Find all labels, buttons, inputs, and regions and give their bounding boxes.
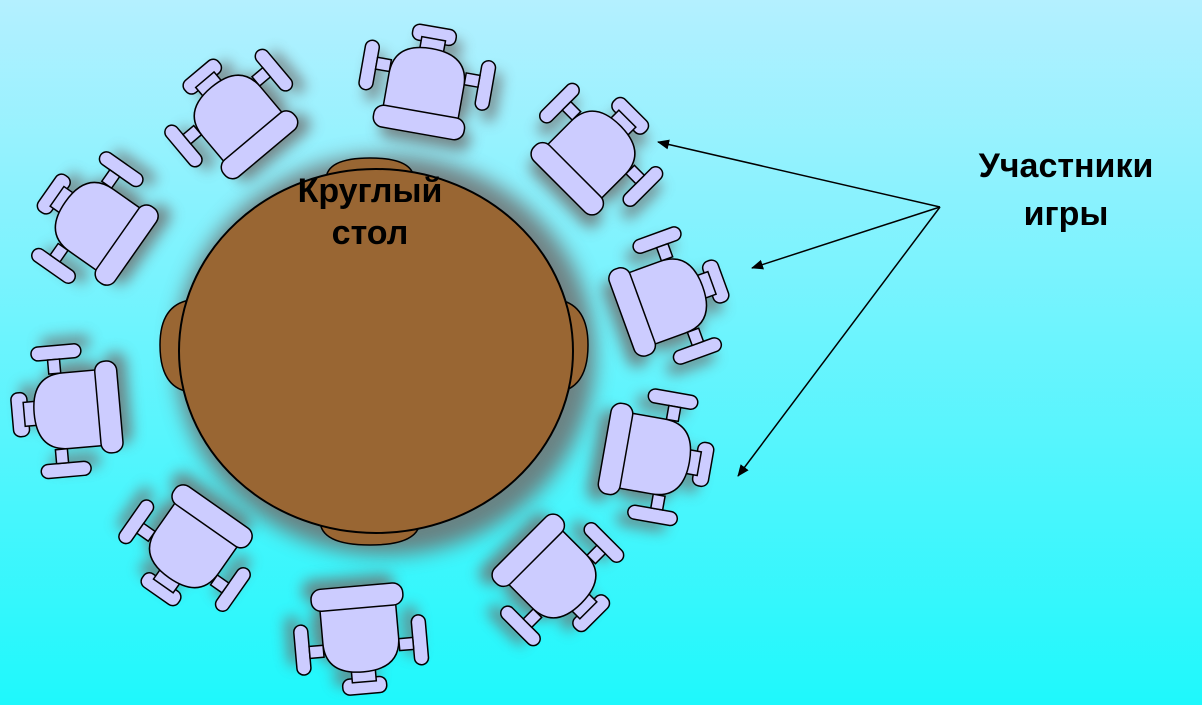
arrow-icon bbox=[657, 139, 941, 208]
participants-label-line-2: игры bbox=[1023, 195, 1109, 233]
round-table-icon bbox=[159, 155, 595, 555]
participants-label: Участники игры bbox=[930, 142, 1202, 238]
participants-label-line-1: Участники bbox=[978, 147, 1154, 185]
table-label: Круглый стол bbox=[250, 170, 490, 254]
arrows bbox=[657, 139, 941, 477]
arrow-icon bbox=[751, 206, 941, 270]
arrow-icon bbox=[737, 206, 941, 477]
table-label-line-2: стол bbox=[331, 214, 409, 252]
table-label-line-1: Круглый bbox=[297, 172, 443, 210]
